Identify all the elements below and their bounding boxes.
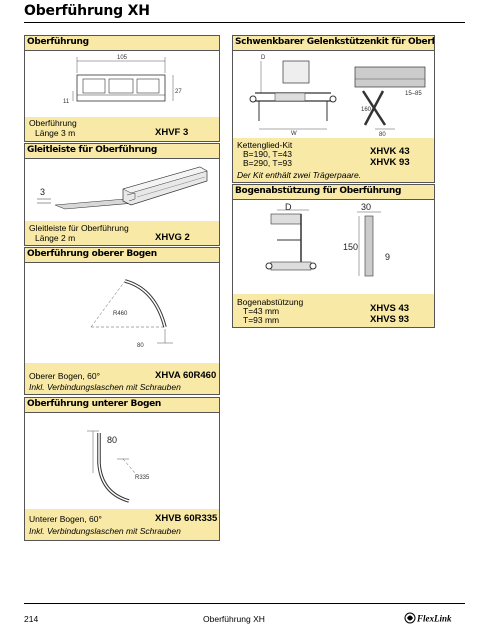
included-note: Inkl. Verbindungslaschen mit Schrauben	[29, 526, 181, 536]
kit-variant-1: B=190, T=43	[243, 149, 292, 159]
product-length: Länge 2 m	[35, 233, 76, 243]
dim-3: 3	[40, 187, 45, 197]
panel-bogenabstuetzung: Bogenabstützung für Oberführung D 30 150…	[232, 184, 435, 328]
panel-title: Schwenkbarer Gelenkstützenkit für Oberfü…	[235, 37, 435, 47]
kit-variant-2: B=290, T=93	[243, 158, 292, 168]
panel-rule	[25, 262, 219, 263]
svg-text:105: 105	[117, 55, 128, 61]
article-code-2: XHVK 93	[370, 157, 410, 168]
panel-title: Oberführung unterer Bogen	[27, 399, 162, 409]
panel-rule	[233, 199, 434, 200]
svg-text:11: 11	[63, 99, 70, 105]
page-number: 214	[24, 614, 39, 624]
included-note: Inkl. Verbindungslaschen mit Schrauben	[29, 382, 181, 392]
dim-length: 80	[137, 343, 144, 349]
kit-name: Kettenglied-Kit	[237, 140, 293, 150]
dim-length: 80	[107, 435, 117, 445]
joint-support-drawing: D W 160 80 15–85	[233, 51, 434, 138]
dim-radius: R460	[113, 311, 128, 317]
kit-note: Der Kit enthält zwei Trägerpaare.	[237, 170, 362, 180]
article-code-2: XHVS 93	[370, 314, 410, 325]
flexlink-logo-icon: FlexLink	[404, 612, 452, 624]
panel-gelenkstuetze: Schwenkbarer Gelenkstützenkit für Oberfü…	[232, 35, 435, 183]
profile-drawing: 105 11 27	[25, 51, 219, 117]
svg-text:27: 27	[175, 89, 182, 95]
panel-oberfuehrung: Oberführung 105 11 27 Oberführung Länge …	[24, 35, 220, 142]
panel-rule	[233, 50, 434, 51]
article-code: XHVF 3	[155, 127, 189, 138]
dim-w: W	[291, 131, 297, 137]
panel-rule	[25, 158, 219, 159]
flexlink-logo: FlexLink	[404, 611, 466, 625]
bend-support-drawing: D 30 150 9	[233, 200, 434, 294]
lower-bend-drawing: 80 R335	[25, 413, 219, 509]
dim-radius: R335	[135, 475, 150, 481]
dim-offset: 9	[385, 252, 390, 262]
panel-title: Gleitleiste für Oberführung	[27, 145, 157, 155]
panel-rule	[25, 50, 219, 51]
upper-bend-drawing: R460 80	[25, 263, 219, 363]
panel-title: Oberführung oberer Bogen	[27, 249, 157, 259]
article-code-1: XHVK 43	[370, 146, 410, 157]
product-name: Bogenabstützung	[237, 297, 304, 307]
article-code: XHVG 2	[155, 232, 190, 243]
product-variant-1: T=43 mm	[243, 306, 280, 316]
panel-title: Bogenabstützung für Oberführung	[235, 186, 402, 196]
slide-rail-drawing: 3	[25, 159, 219, 221]
dim-d: D	[285, 202, 292, 212]
product-name: Oberführung	[29, 118, 77, 128]
article-code: XHVB 60R335	[155, 513, 218, 524]
dim-width: 80	[379, 132, 386, 138]
panel-rule	[25, 412, 219, 413]
panel-oberer-bogen: Oberführung oberer Bogen R460 80 Oberer …	[24, 247, 220, 395]
product-name: Unterer Bogen, 60°	[29, 514, 102, 524]
dim-d: D	[261, 55, 266, 61]
svg-text:FlexLink: FlexLink	[416, 614, 452, 624]
dim-height: 160	[361, 107, 372, 113]
panel-title: Oberführung	[27, 37, 89, 47]
page-title: Oberführung XH	[24, 3, 150, 19]
footer-title: Oberführung XH	[203, 614, 265, 624]
product-name: Oberer Bogen, 60°	[29, 371, 100, 381]
product-name: Gleitleiste für Oberführung	[29, 223, 129, 233]
panel-gleitleiste: Gleitleiste für Oberführung 3 Gleitleist…	[24, 143, 220, 246]
dim-width: 30	[361, 202, 371, 212]
article-code-1: XHVS 43	[370, 303, 410, 314]
title-rule	[24, 22, 465, 23]
panel-unterer-bogen: Oberführung unterer Bogen 80 R335 Untere…	[24, 397, 220, 541]
article-code: XHVA 60R460	[155, 370, 217, 381]
product-length: Länge 3 m	[35, 128, 76, 138]
dim-range: 15–85	[405, 91, 422, 97]
product-variant-2: T=93 mm	[243, 315, 280, 325]
footer-rule	[24, 603, 465, 604]
dim-height: 150	[343, 242, 358, 252]
